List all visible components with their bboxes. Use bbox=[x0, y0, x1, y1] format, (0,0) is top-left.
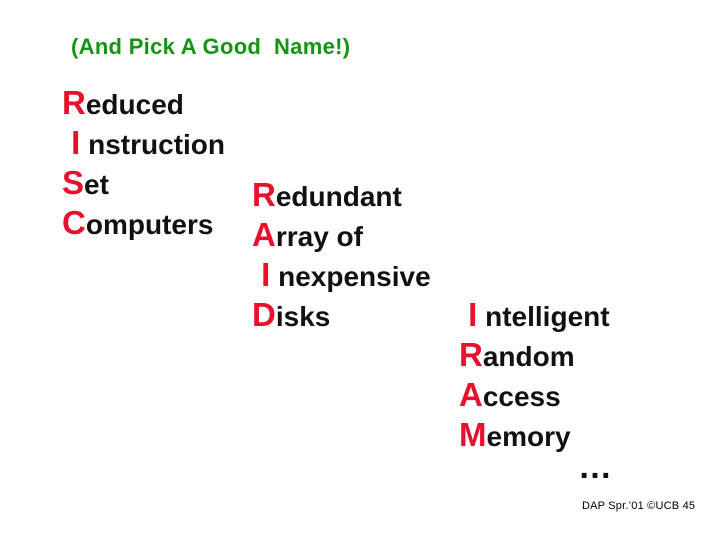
acronym-rest: nstruction bbox=[80, 129, 226, 160]
acronym-initial: S bbox=[62, 164, 85, 201]
acronym-initial: R bbox=[62, 84, 86, 121]
acronym-rest: nexpensive bbox=[270, 261, 431, 292]
acronym-rest: et bbox=[84, 169, 109, 200]
acronym-initial: R bbox=[252, 176, 276, 213]
acronym-block-risc: Reduced I nstruction Set Computers bbox=[62, 84, 225, 244]
acronym-rest: ntelligent bbox=[477, 301, 610, 332]
acronym-initial: M bbox=[459, 416, 487, 453]
acronym-rest: emory bbox=[486, 421, 571, 452]
acronym-line: Set bbox=[62, 164, 225, 204]
acronym-initial: R bbox=[459, 336, 483, 373]
continuation-ellipsis: … bbox=[578, 448, 612, 486]
acronym-line: Access bbox=[459, 376, 610, 416]
acronym-line: I nexpensive bbox=[252, 256, 431, 296]
acronym-line: Memory bbox=[459, 416, 610, 456]
acronym-line: I ntelligent bbox=[459, 296, 610, 336]
acronym-rest: rray of bbox=[275, 221, 363, 252]
acronym-line: Random bbox=[459, 336, 610, 376]
acronym-initial: A bbox=[459, 376, 483, 413]
acronym-initial: I bbox=[459, 296, 478, 333]
acronym-rest: isks bbox=[275, 301, 331, 332]
acronym-initial: A bbox=[252, 216, 276, 253]
slide-footer: DAP Spr.’01 ©UCB 45 bbox=[582, 500, 696, 512]
acronym-initial: I bbox=[252, 256, 271, 293]
acronym-line: Computers bbox=[62, 204, 225, 244]
acronym-block-iram: I ntelligent Random Access Memory bbox=[459, 296, 610, 456]
acronym-rest: educed bbox=[85, 89, 184, 120]
acronym-block-raid: Redundant Array of I nexpensive Disks bbox=[252, 176, 431, 336]
acronym-rest: edundant bbox=[275, 181, 402, 212]
acronym-initial: C bbox=[62, 204, 86, 241]
acronym-initial: I bbox=[62, 124, 81, 161]
acronym-initial: D bbox=[252, 296, 276, 333]
acronym-line: Redundant bbox=[252, 176, 431, 216]
acronym-line: Disks bbox=[252, 296, 431, 336]
acronym-line: Array of bbox=[252, 216, 431, 256]
acronym-line: Reduced bbox=[62, 84, 225, 124]
acronym-rest: ccess bbox=[482, 381, 561, 412]
slide-title: (And Pick A Good Name!) bbox=[71, 34, 351, 59]
acronym-line: I nstruction bbox=[62, 124, 225, 164]
acronym-rest: omputers bbox=[85, 209, 214, 240]
acronym-rest: andom bbox=[482, 341, 575, 372]
